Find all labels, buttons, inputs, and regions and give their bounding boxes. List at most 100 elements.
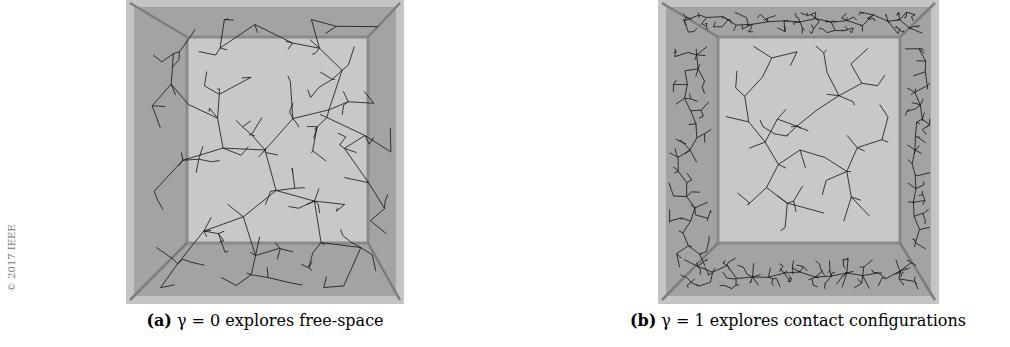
tree-edge [698,15,699,18]
tree-edge [677,254,682,259]
tree-edge [199,146,203,159]
tree-edge [916,26,917,28]
tree-edge [280,249,293,252]
tree-edge [815,272,822,278]
tree-edge [796,265,799,266]
tree-edge [909,27,910,29]
tree-edge [797,110,817,126]
outer-rim [130,3,400,300]
tree-edge [905,111,906,115]
tree-edge [256,248,280,255]
room [130,3,400,300]
tree-edge [251,135,255,136]
tree-edge [825,157,847,171]
tree-edge [336,204,344,211]
tree-edge [846,17,847,20]
tree-edge [863,276,870,289]
tree-edge [911,15,915,17]
tree-edge [800,267,803,272]
tree-edge [243,217,255,256]
tree-edge [831,21,833,22]
tree-edge [736,284,739,286]
tree-edge [821,270,823,272]
tree-edge [736,279,737,285]
corner-edge [130,3,187,37]
tree-edge [686,17,692,20]
tree-edge [907,260,910,262]
tree-edge [688,246,692,247]
tree-edge [923,194,925,200]
tree-edge [800,22,802,28]
tree-edge [847,21,862,26]
tree-edge [313,127,318,151]
tree-edge [727,266,730,270]
tree-edge [697,47,707,55]
tree-edge [290,112,293,119]
tree-edge [312,53,315,55]
tree-edge [684,21,688,32]
tree-edge [697,263,698,267]
tree-edge [915,281,916,283]
corner-edge [900,3,935,37]
tree-edge [924,218,926,220]
tree-edge [914,213,923,216]
tree-edge [833,21,836,23]
tree-edge [292,168,294,172]
tree-edge [920,105,922,119]
corner-edge [662,243,718,300]
tree-edge [695,215,708,219]
tree-edge [815,13,816,19]
tree-edge [266,153,278,155]
tree-edge [219,89,220,94]
tree-edge [825,276,831,284]
tree-edge [216,48,220,55]
tree-edge [737,277,753,278]
watermark: © 2017 IEEE [6,224,17,292]
tree-edge [878,272,882,273]
tree-edge [768,20,784,22]
tree-edge [319,48,342,70]
tree-edge [858,12,862,15]
tree-edge [687,180,692,183]
tree-edge [336,208,337,212]
tree-edge [685,150,690,154]
tree-edge [343,91,348,101]
tree-edge [912,164,915,175]
tree-edge [899,279,915,282]
tree-edge [896,26,899,30]
tree-edge [713,268,715,272]
tree-edge [674,196,687,197]
tree-edge [706,26,707,29]
tree-edge [914,278,915,281]
tree-edge [700,24,702,25]
tree-edge [798,18,800,22]
tree-edge [899,30,903,32]
tree-edge [669,183,674,196]
tree-edge [900,269,906,271]
tree-edge [787,20,788,21]
tree-edge [886,15,888,22]
tree-edge [819,264,820,266]
tree-edge [675,52,688,56]
tree-edge [787,281,790,283]
tree-edge [857,148,864,151]
tree-edge [922,125,929,130]
tree-edge [340,137,346,145]
tree-edge [911,92,915,94]
tree-edge [847,17,853,21]
tree-edge [885,15,886,16]
tree-edge [835,30,843,31]
tree-edge [824,287,825,289]
tree-edge [209,108,217,118]
tree-edge [847,271,853,273]
tree-edge [688,52,697,54]
tree-edge [767,188,788,204]
tree-edge [276,188,295,190]
tree-edge [923,227,930,228]
tree-edge [847,273,863,276]
panel-letter: (b) [630,311,656,330]
tree-edge [291,283,303,285]
tree-edge [847,171,852,197]
tree-edge [762,58,771,77]
